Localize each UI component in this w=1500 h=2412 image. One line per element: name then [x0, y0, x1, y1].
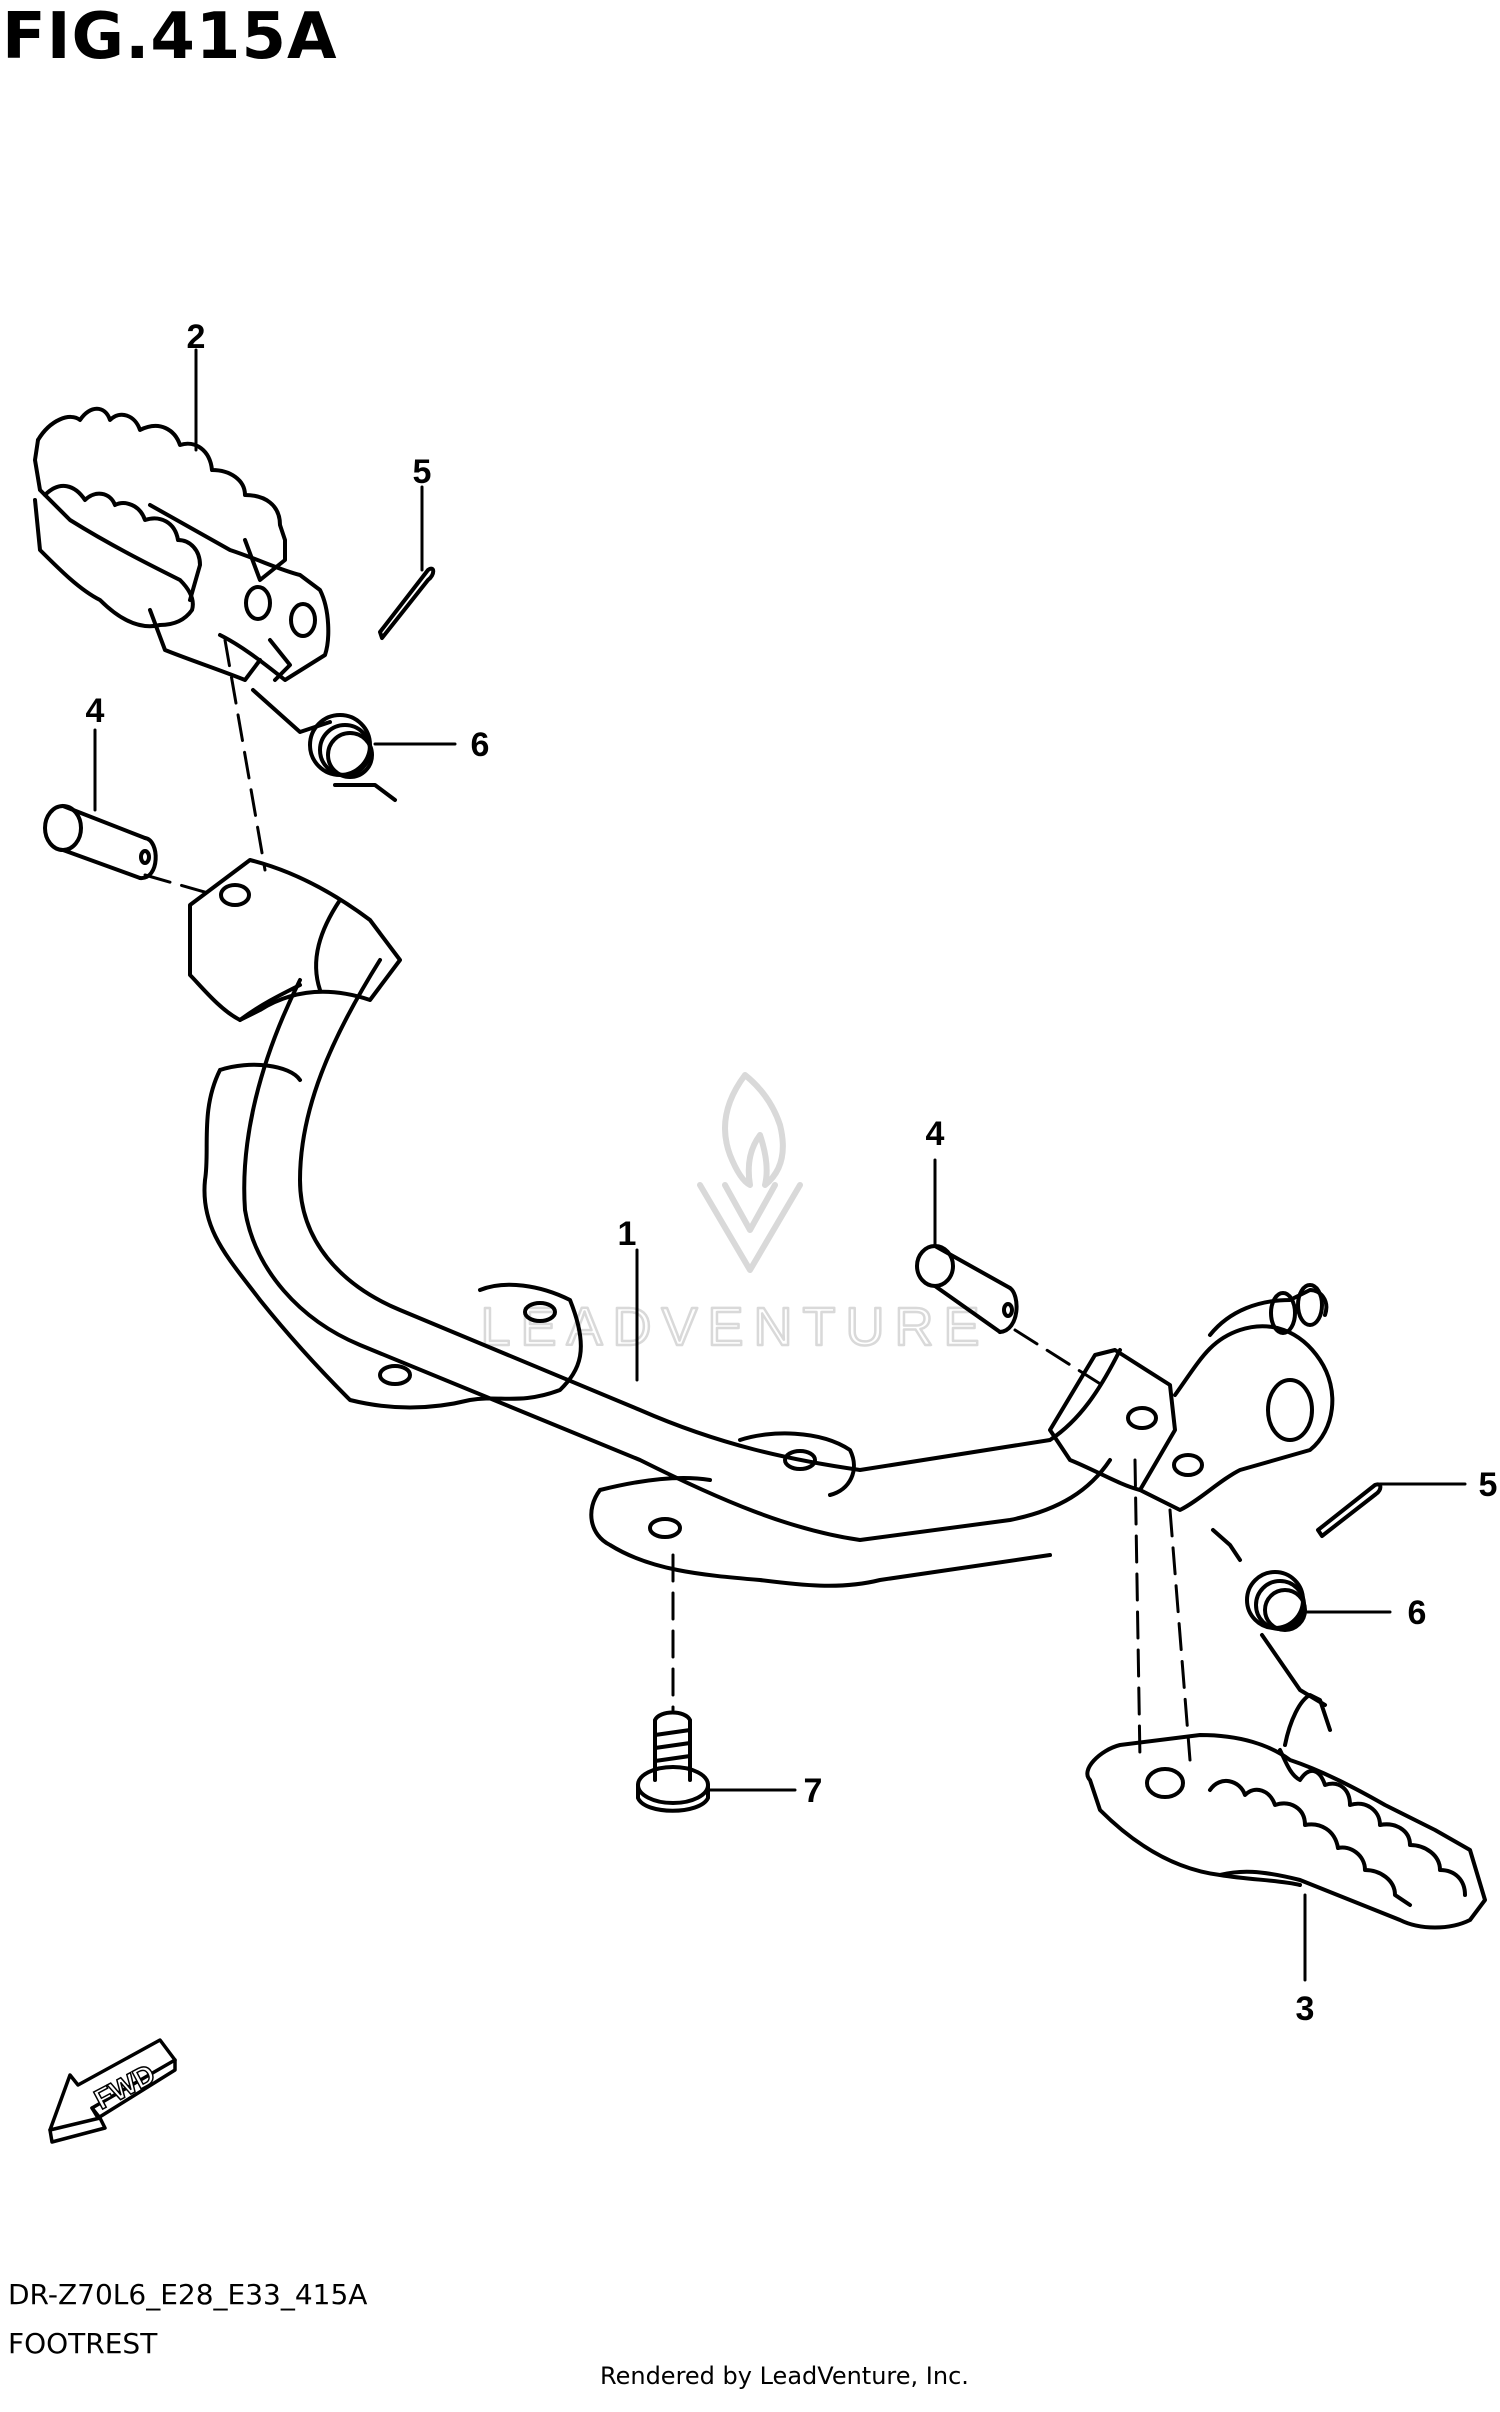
- callout-4-left: 4: [86, 692, 105, 730]
- callout-3: 3: [1296, 1990, 1315, 2028]
- pin-right: [915, 1244, 1019, 1334]
- bolt: [636, 1710, 710, 1813]
- leader-lines: [93, 348, 1467, 1982]
- callout-6-left: 6: [471, 726, 490, 764]
- figure-code: DR-Z70L6_E28_E33_415A: [8, 2278, 368, 2311]
- callout-1: 1: [618, 1215, 637, 1253]
- callout-5-left: 5: [413, 453, 432, 491]
- fwd-label: FWD: [89, 2058, 160, 2115]
- callout-6-right: 6: [1408, 1594, 1427, 1632]
- callout-7: 7: [804, 1772, 823, 1810]
- assembly-lines: [143, 638, 1192, 1762]
- left-footrest: [33, 406, 331, 682]
- render-credit: Rendered by LeadVenture, Inc.: [600, 2362, 969, 2390]
- footrest-bracket: [188, 858, 1335, 1588]
- callout-2: 2: [187, 318, 206, 356]
- fwd-arrow-icon: [48, 2038, 177, 2144]
- callout-4-right: 4: [926, 1115, 945, 1153]
- right-footrest: [1085, 1693, 1487, 1930]
- cotter-pin-right: [1316, 1482, 1383, 1538]
- figure-title: FIG.415A: [2, 0, 338, 74]
- watermark-text: LEADVENTURE: [480, 1297, 989, 1357]
- pin-left: [43, 804, 158, 880]
- figure-name: FOOTREST: [8, 2327, 158, 2360]
- cotter-pin-left: [378, 566, 436, 640]
- watermark-logo: [697, 1072, 803, 1273]
- callout-5-right: 5: [1479, 1466, 1498, 1504]
- spring-left: [251, 688, 397, 802]
- spring-right: [1211, 1528, 1327, 1707]
